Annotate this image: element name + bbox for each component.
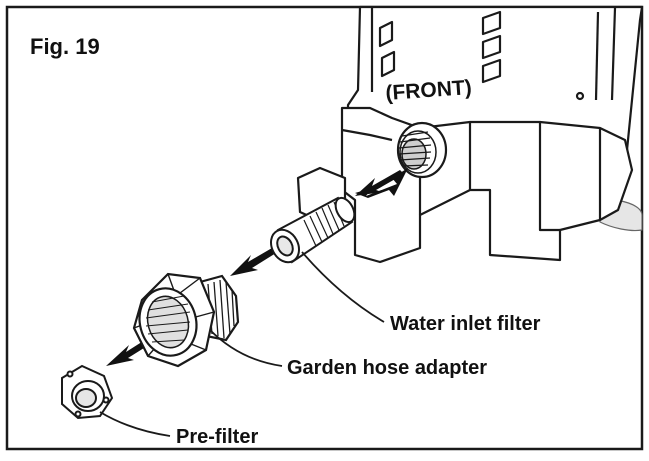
pre-filter	[61, 364, 114, 420]
leader-lines	[99, 251, 385, 437]
figure-title: Fig. 19	[30, 34, 100, 59]
leader-pre-filter	[99, 411, 171, 437]
leader-water-inlet-filter	[301, 251, 385, 323]
water-inlet-filter	[270, 196, 356, 264]
label-garden-hose-adapter: Garden hose adapter	[287, 357, 487, 379]
garden-hose-adapter	[132, 272, 240, 368]
direction-arrow-1	[355, 170, 404, 196]
label-pre-filter: Pre-filter	[176, 426, 258, 448]
direction-arrow-2	[230, 248, 276, 276]
direction-arrow-3	[106, 338, 152, 366]
water-inlet-port	[396, 121, 448, 179]
leader-garden-hose-adapter	[209, 329, 283, 367]
label-water-inlet-filter: Water inlet filter	[390, 313, 541, 335]
